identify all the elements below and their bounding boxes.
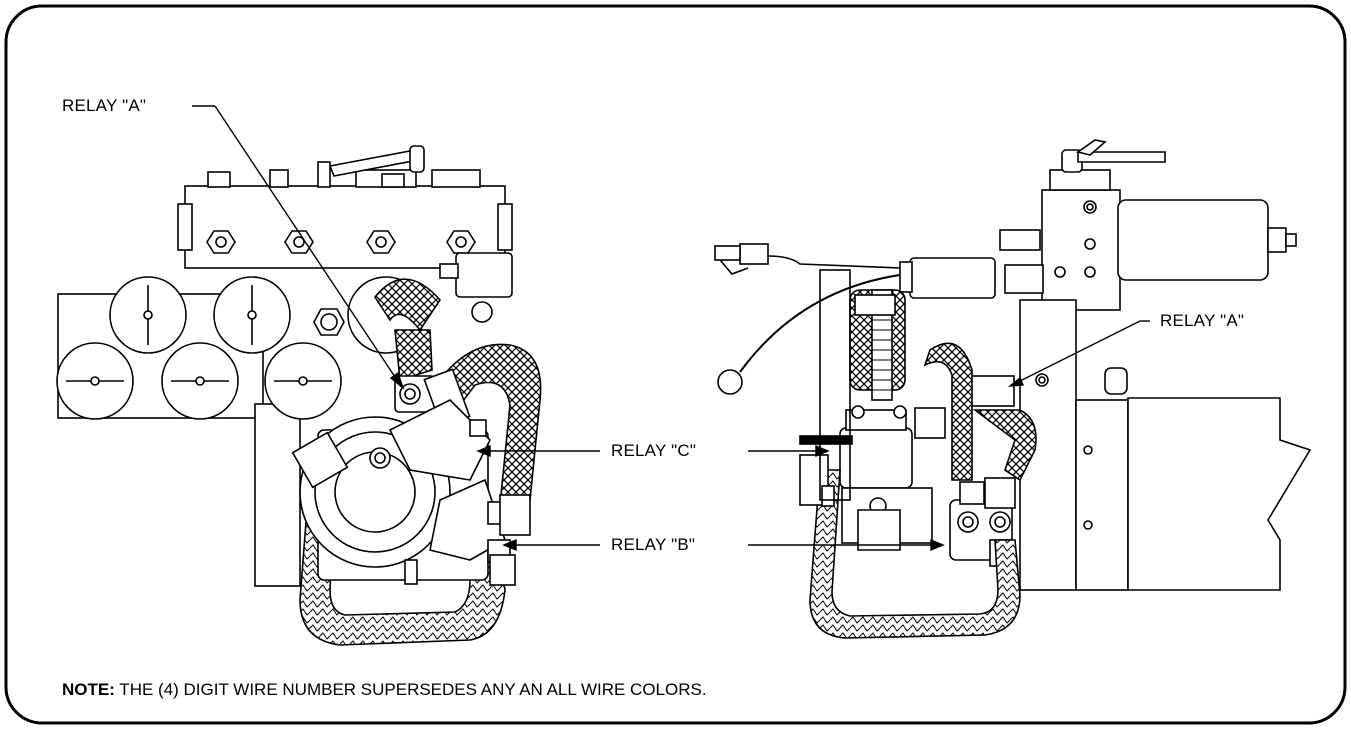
callout-relay-a-right: RELAY "A" [1160,311,1245,330]
note-body: THE (4) DIGIT WIRE NUMBER SUPERSEDES ANY… [114,680,707,699]
leader-lines [192,105,1150,552]
right-pump-assembly [714,139,1312,639]
left-pump-assembly [56,145,542,646]
note-prefix: NOTE: [62,680,115,699]
note-text: NOTE: THE (4) DIGIT WIRE NUMBER SUPERSED… [62,680,707,700]
figure-border [4,4,1347,725]
callout-relay-c: RELAY "C" [611,441,697,460]
callout-relay-b: RELAY "B" [611,535,696,554]
callout-relay-a-left: RELAY "A" [62,96,147,115]
